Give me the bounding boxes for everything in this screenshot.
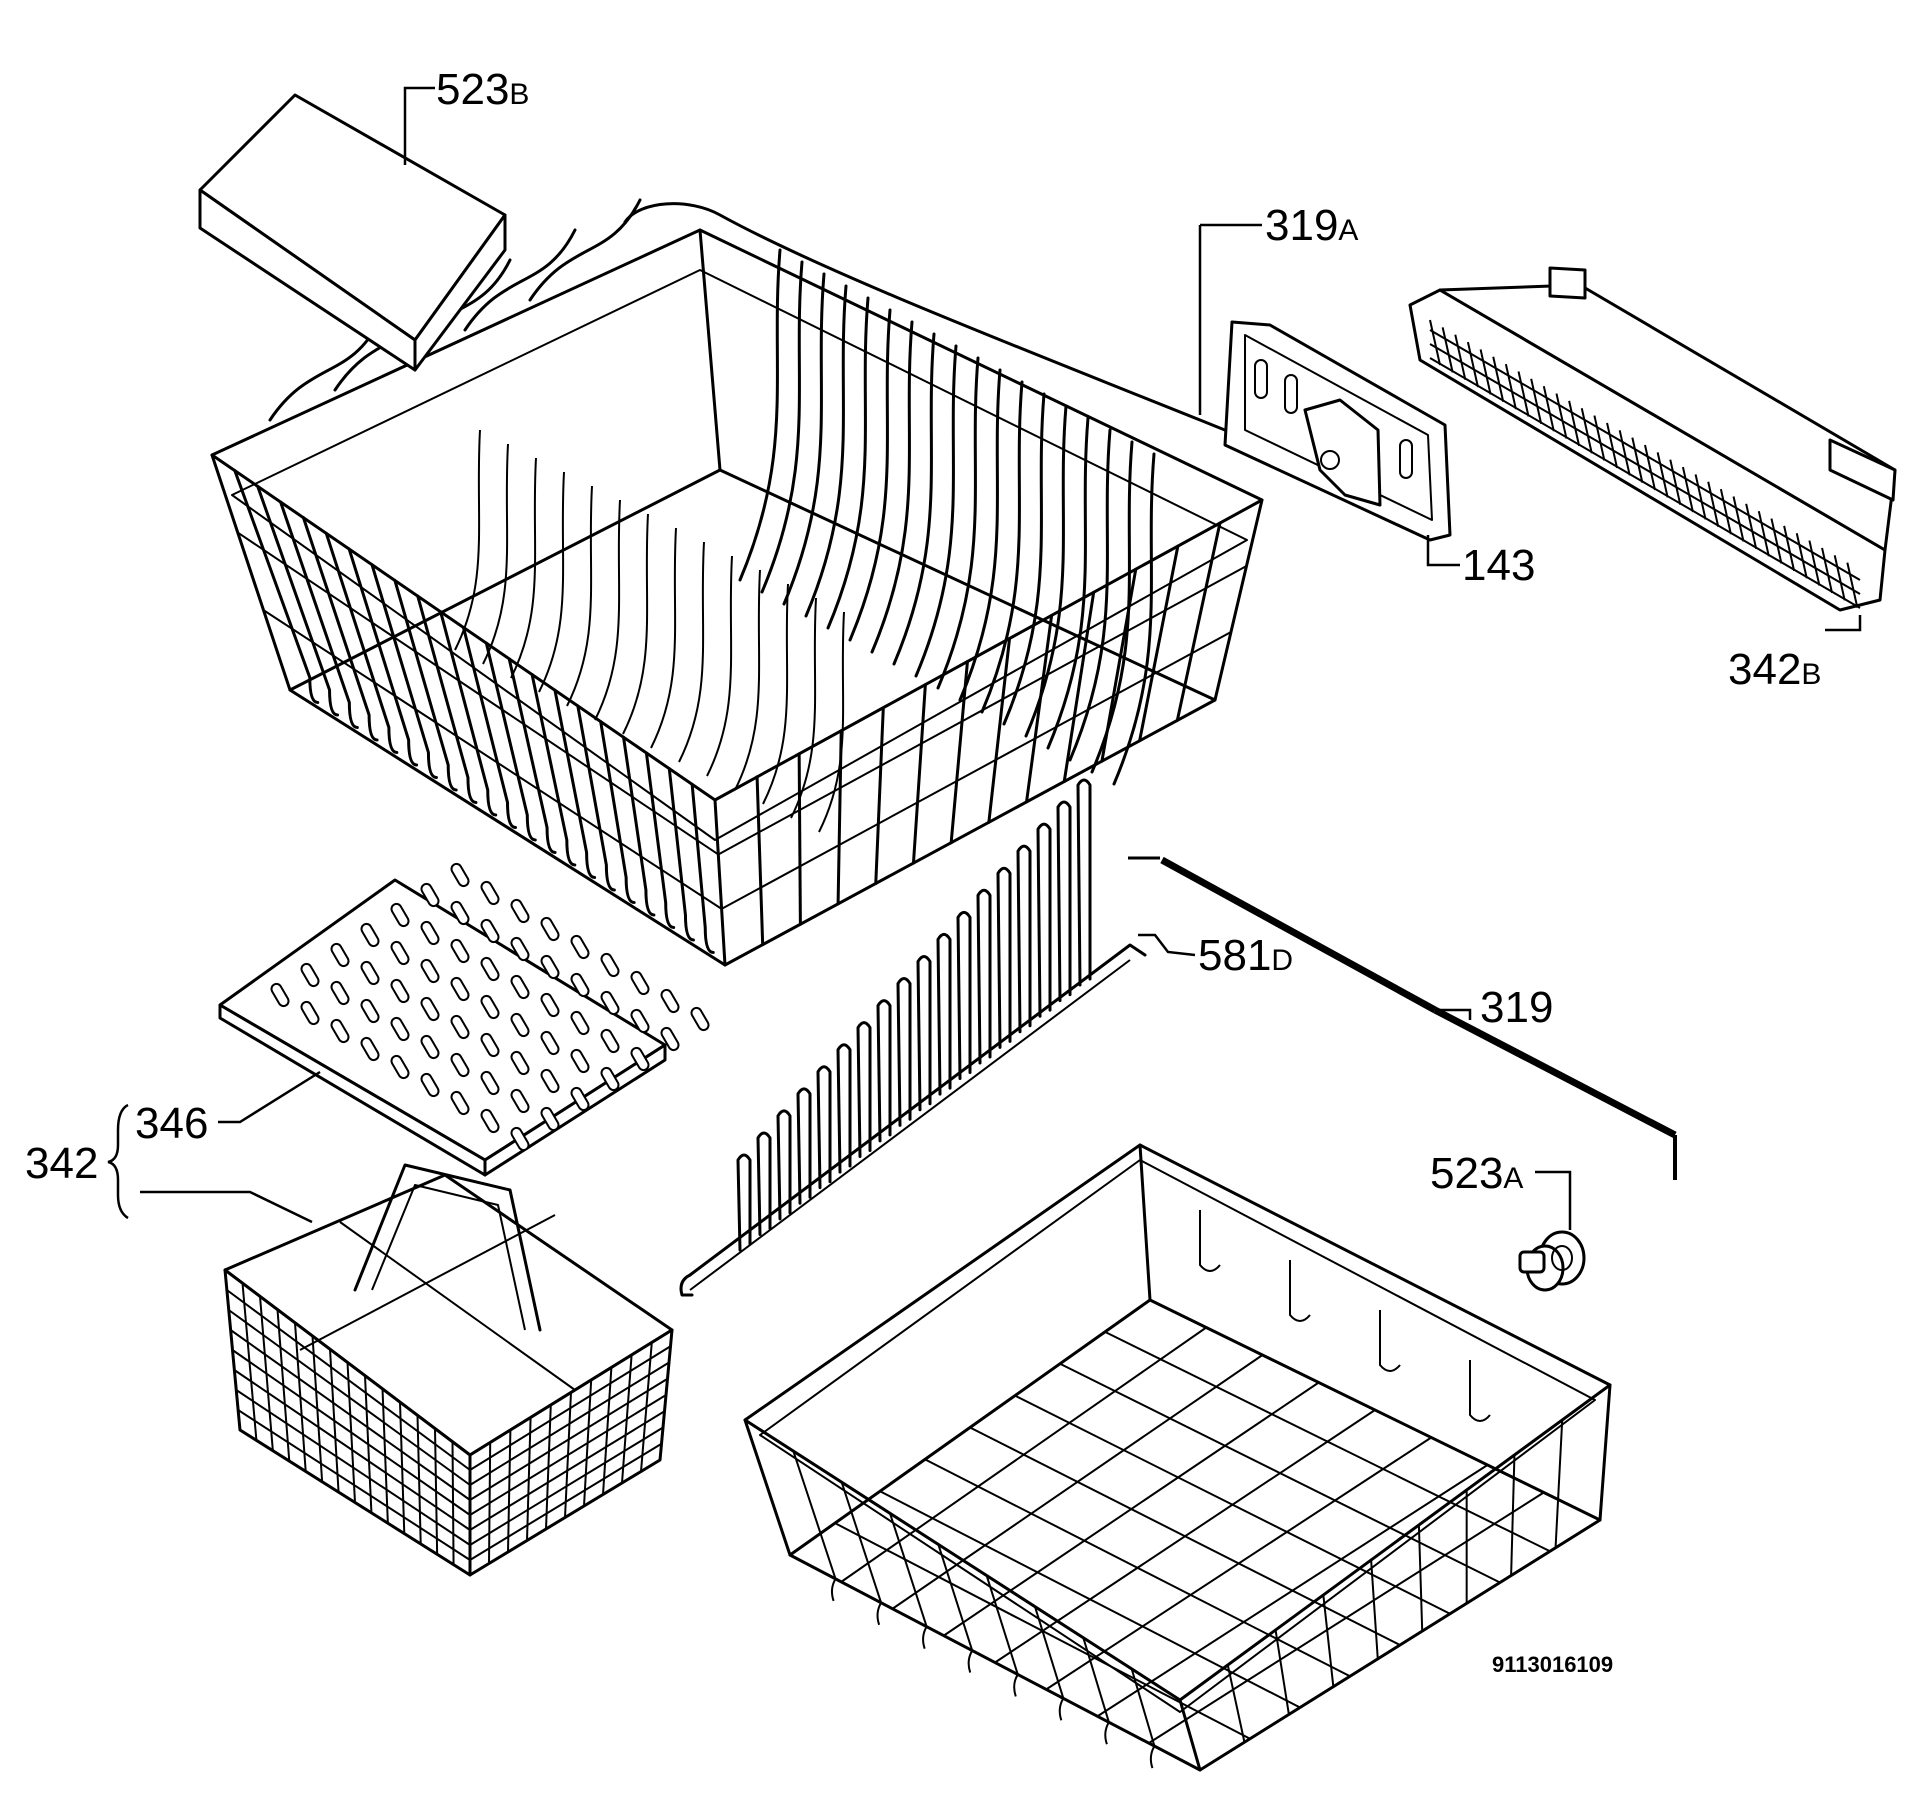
basket-rail-319	[1128, 856, 1677, 1180]
label-342b: 342B	[1728, 645, 1821, 694]
label-143: 143	[1462, 541, 1535, 590]
label-319: 319	[1480, 983, 1553, 1032]
label-319a: 319A	[1265, 201, 1358, 250]
side-basket-342b	[1408, 266, 1897, 612]
label-346: 346	[135, 1099, 208, 1148]
basket-wheel-523a	[1518, 1230, 1586, 1292]
label-342: 342	[25, 1139, 98, 1188]
cutlery-basket	[223, 1163, 674, 1577]
cutlery-basket-lid-346	[218, 862, 710, 1177]
cup-rack-523b	[198, 93, 507, 372]
lower-basket	[743, 1143, 1612, 1772]
document-number: 9113016109	[1492, 1652, 1613, 1677]
leader-lines	[107, 86, 1862, 1230]
label-523b: 523B	[436, 65, 529, 114]
part-labels: 523B 319A 143 342B 581D 319 346 342 523A…	[25, 65, 1821, 1677]
height-adjuster-bracket	[1223, 320, 1452, 542]
plate-tine-rack-581d	[679, 778, 1147, 1297]
label-581d: 581D	[1198, 931, 1293, 980]
label-523a: 523A	[1430, 1149, 1523, 1198]
upper-basket	[210, 198, 1264, 967]
